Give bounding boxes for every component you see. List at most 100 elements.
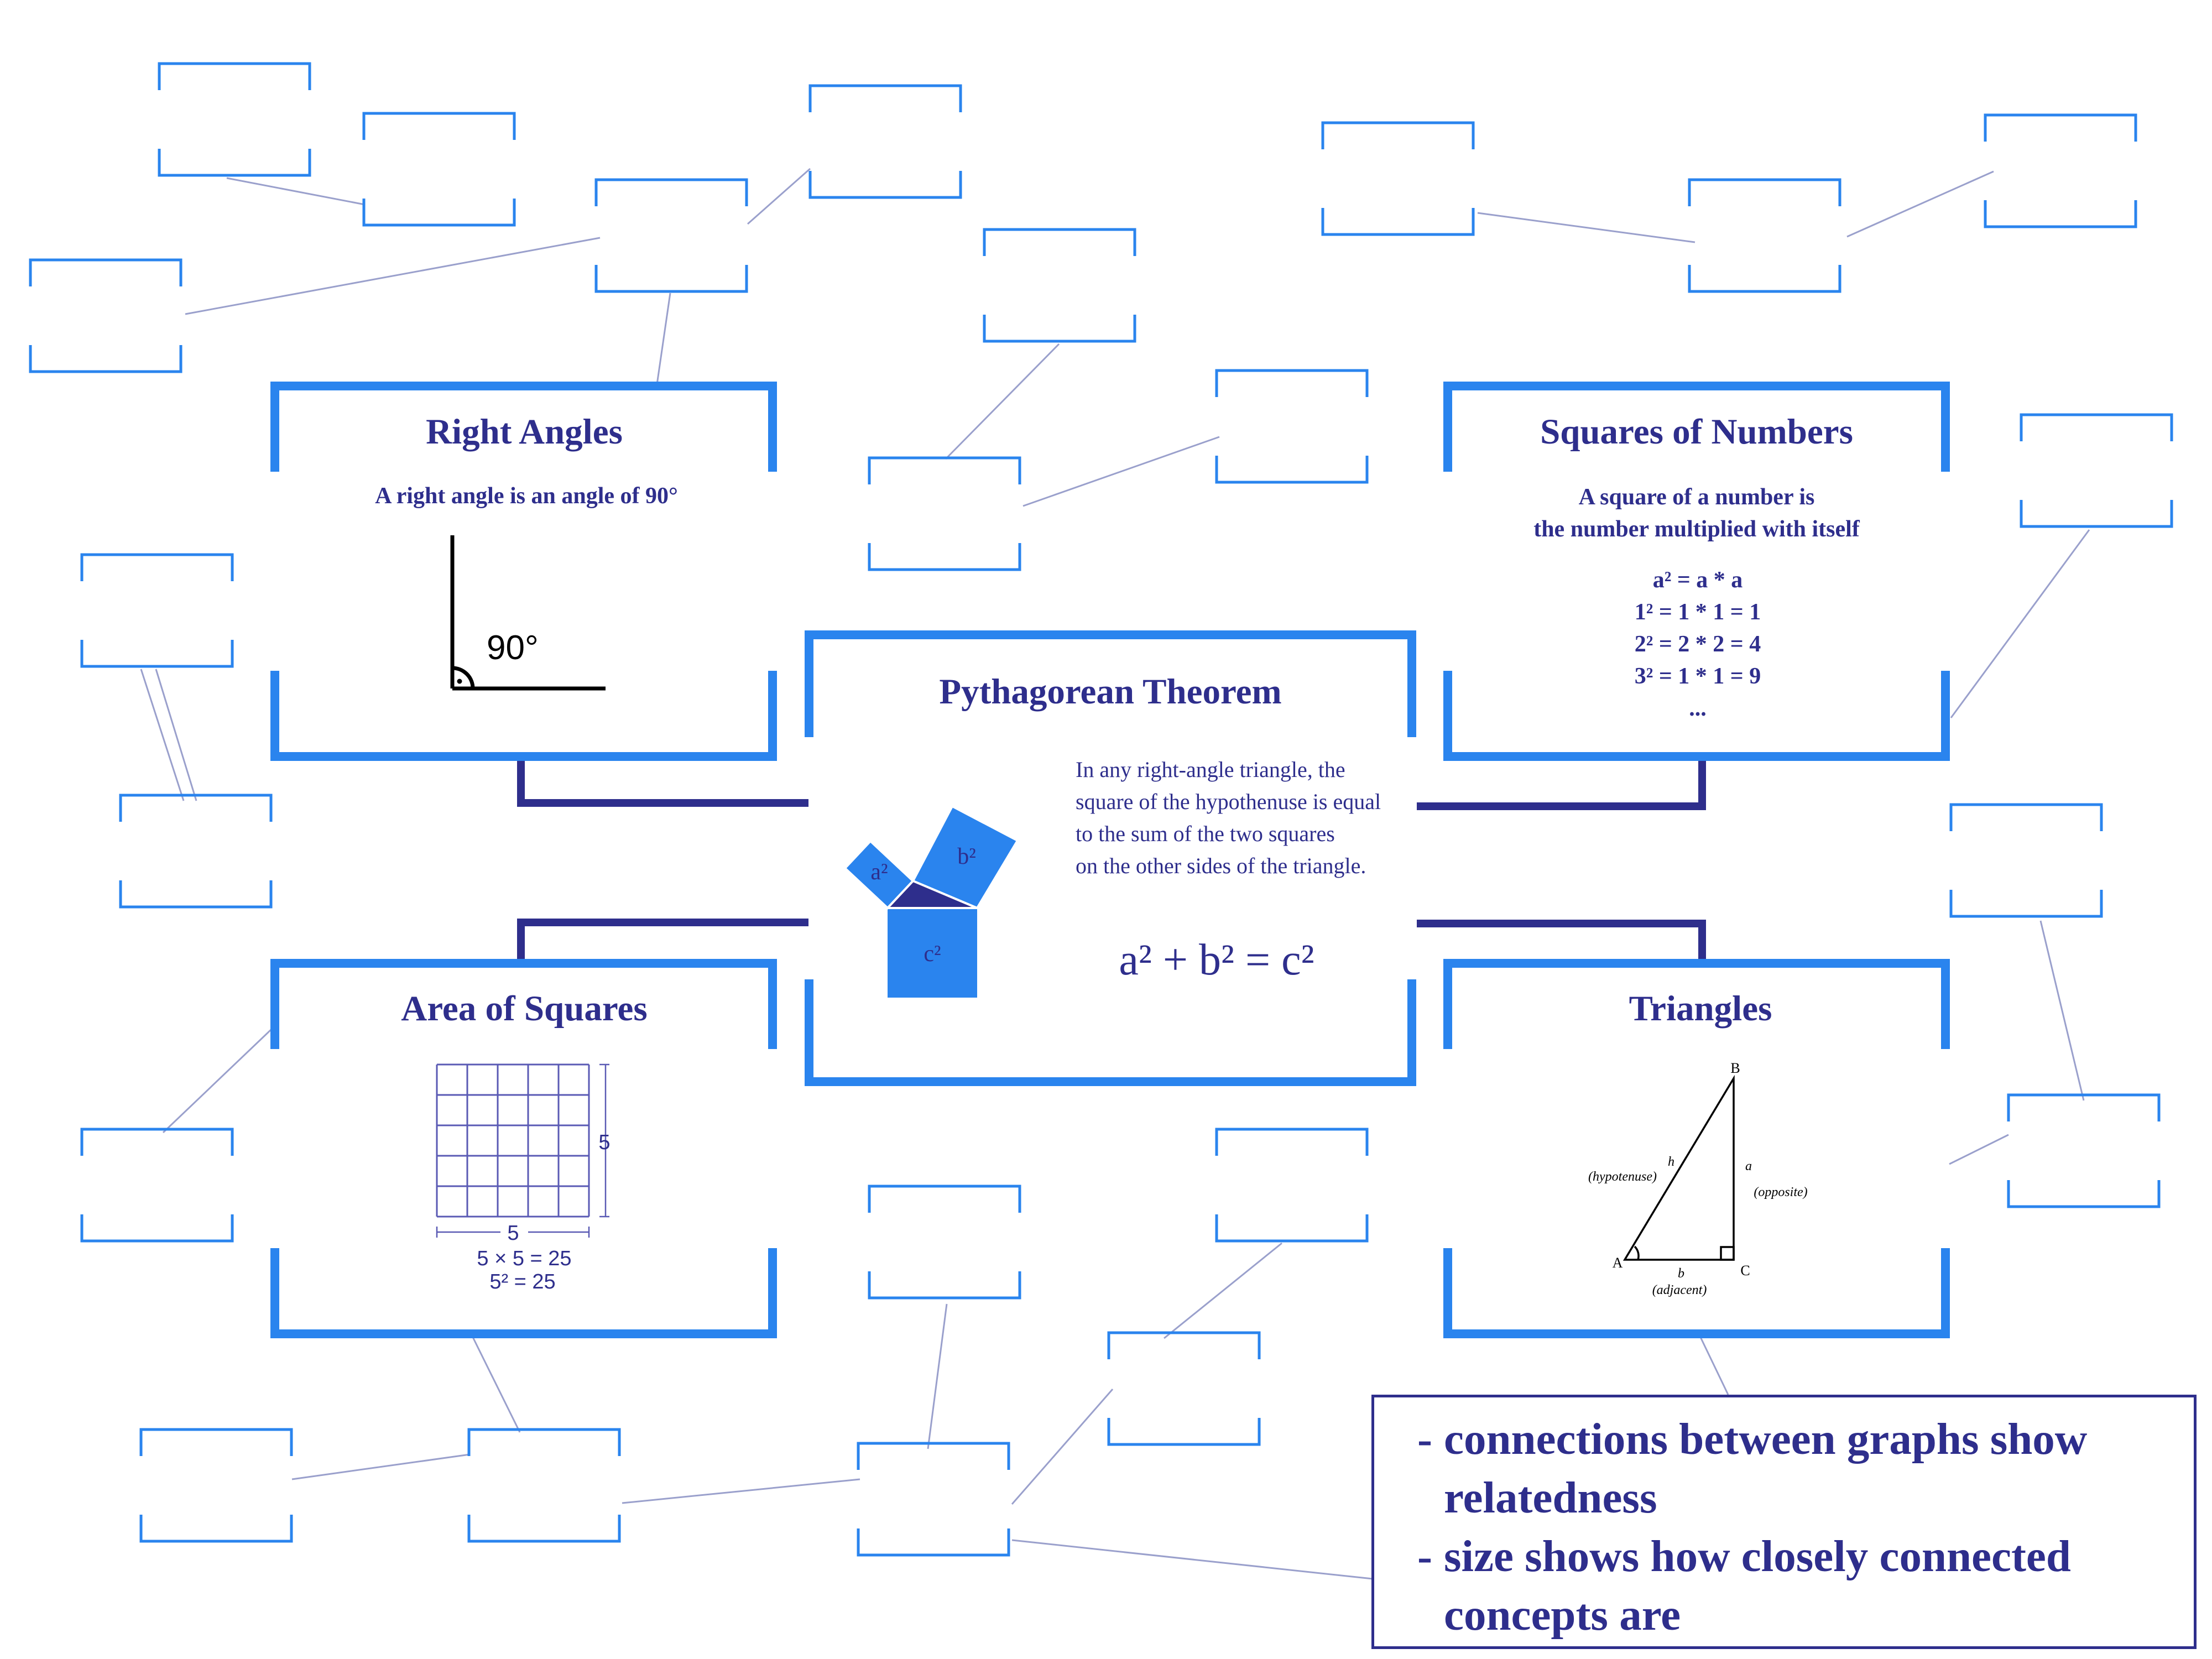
link-line	[1022, 436, 1220, 507]
link-line	[185, 237, 601, 315]
node-bracket-triangles[interactable]	[1443, 959, 1950, 1338]
node-triangles[interactable]: Triangles A B C h a b (hypotenuse) (oppo…	[1588, 989, 1808, 1297]
equation-line: 1² = 1 * 1 = 1	[1635, 599, 1761, 625]
empty-concept-node[interactable]	[1688, 178, 1841, 293]
square-label-b: b²	[957, 844, 976, 869]
link-line	[1011, 1539, 1373, 1580]
link-line	[1950, 529, 2090, 718]
empty-concept-node[interactable]	[2007, 1093, 2161, 1208]
angle-label: 90°	[487, 629, 539, 667]
link-line	[291, 1453, 471, 1480]
link-line	[472, 1337, 521, 1433]
square-label-a: a²	[870, 859, 888, 885]
description-line: on the other sides of the triangle.	[1076, 853, 1366, 878]
equation-line: a² = a * a	[1653, 567, 1743, 593]
side-label-h: h	[1668, 1155, 1674, 1169]
empty-concept-node[interactable]	[1949, 803, 2103, 918]
equation-line: 3² = 1 * 1 = 9	[1635, 664, 1761, 689]
empty-concept-node[interactable]	[29, 258, 182, 373]
empty-concept-node[interactable]	[80, 553, 234, 668]
link-line	[1164, 1242, 1282, 1339]
link-line	[226, 177, 366, 206]
connector-squares-of-numbers	[1417, 759, 1706, 810]
node-subtitle: A square of a number is	[1579, 484, 1815, 510]
label-opposite: (opposite)	[1754, 1185, 1807, 1199]
vertex-label-a: A	[1613, 1255, 1623, 1271]
node-squares-of-numbers[interactable]: Squares of Numbers A square of a number …	[1533, 412, 1860, 721]
pythagoras-figure: a² b² c²	[843, 805, 1019, 998]
link-line	[162, 1029, 272, 1134]
link-line	[927, 1303, 948, 1449]
node-pythagorean-theorem[interactable]: Pythagorean Theorem In any right-angle t…	[843, 672, 1381, 998]
node-title: Squares of Numbers	[1540, 412, 1853, 452]
link-line	[1477, 212, 1695, 243]
label-adjacent: (adjacent)	[1652, 1283, 1707, 1297]
empty-concept-node[interactable]	[1107, 1331, 1261, 1446]
empty-concept-node[interactable]	[467, 1428, 621, 1543]
description-line: to the sum of the two squares	[1076, 821, 1335, 846]
empty-concept-node[interactable]	[2020, 413, 2173, 528]
side-label-right: 5	[598, 1131, 610, 1154]
link-line	[945, 343, 1060, 460]
link-lines	[140, 168, 2090, 1580]
node-subtitle: the number multiplied with itself	[1533, 517, 1860, 542]
link-line	[747, 168, 811, 225]
main-node-group	[270, 382, 1950, 1338]
right-angle-dot	[457, 679, 462, 684]
empty-concept-node[interactable]	[1215, 1128, 1369, 1243]
empty-concept-node[interactable]	[80, 1128, 234, 1243]
empty-concept-node[interactable]	[119, 794, 273, 909]
empty-concept-node[interactable]	[1215, 369, 1369, 484]
empty-concept-node[interactable]	[594, 178, 748, 293]
vertex-label-b: B	[1730, 1060, 1740, 1076]
empty-concept-node[interactable]	[139, 1428, 293, 1543]
empty-concept-node[interactable]	[983, 228, 1136, 343]
link-line	[140, 669, 185, 801]
legend-box: - connections between graphs show relate…	[1371, 1395, 2197, 1649]
empty-concept-node[interactable]	[868, 456, 1021, 571]
node-bracket-squares-of-numbers[interactable]	[1443, 382, 1950, 761]
legend-text: connections between graphs show relatedn…	[1444, 1414, 2088, 1522]
link-line	[656, 293, 671, 385]
triangle-diagram	[1623, 1074, 1735, 1261]
empty-concept-node[interactable]	[158, 62, 311, 177]
small-node-group	[29, 62, 2173, 1557]
legend-item: - size shows how closely connected conce…	[1417, 1527, 2177, 1644]
square-c	[888, 908, 977, 998]
description-line: square of the hypothenuse is equal	[1076, 789, 1381, 814]
node-title: Pythagorean Theorem	[939, 672, 1281, 712]
node-bracket-area-of-squares[interactable]	[270, 959, 777, 1338]
side-label-b: b	[1678, 1266, 1684, 1281]
square-label-c: c²	[924, 941, 941, 967]
vertex-label-c: C	[1740, 1262, 1750, 1279]
node-bracket-pythagorean-theorem[interactable]	[805, 630, 1416, 1086]
empty-concept-node[interactable]	[1321, 121, 1475, 236]
empty-concept-node[interactable]	[857, 1442, 1010, 1557]
node-area-of-squares[interactable]: Area of Squares 5 5 5 × 5 = 25 5² = 25	[401, 989, 647, 1293]
node-bracket-right-angles[interactable]	[270, 382, 777, 761]
node-title: Right Angles	[426, 412, 623, 452]
equation-line: ...	[1689, 696, 1707, 721]
side-label-bottom: 5	[507, 1222, 519, 1245]
connector-triangles	[1417, 920, 1706, 967]
link-line	[2039, 920, 2085, 1101]
empty-concept-node[interactable]	[868, 1185, 1021, 1300]
description-line: In any right-angle triangle, the	[1076, 757, 1345, 782]
empty-concept-node[interactable]	[808, 84, 962, 199]
link-line	[1846, 170, 1994, 238]
formula: a² + b² = c²	[1119, 936, 1314, 984]
node-right-angles[interactable]: Right Angles A right angle is an angle o…	[375, 412, 678, 691]
node-title: Area of Squares	[401, 989, 647, 1029]
main-connectors	[517, 759, 1706, 967]
node-subtitle: A right angle is an angle of 90°	[375, 483, 678, 509]
legend-dash: -	[1417, 1531, 1432, 1581]
empty-concept-node[interactable]	[362, 112, 516, 227]
equation-line: 2² = 2 * 2 = 4	[1635, 632, 1761, 657]
empty-concept-node[interactable]	[1984, 113, 2137, 228]
area-equation: 5² = 25	[489, 1270, 555, 1293]
link-line	[1949, 1134, 2009, 1165]
link-line	[1011, 1389, 1114, 1505]
legend-text: size shows how closely connected concept…	[1444, 1531, 2071, 1640]
link-line	[155, 669, 197, 801]
